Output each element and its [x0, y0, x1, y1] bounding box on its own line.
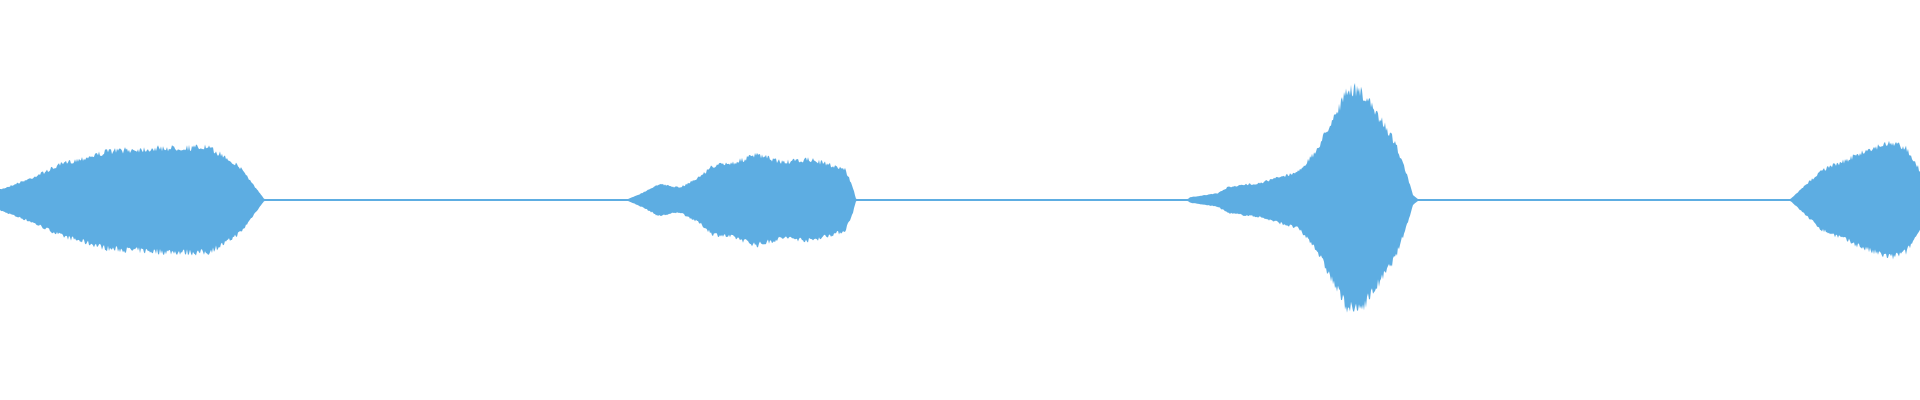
waveform-clip-4 — [1789, 140, 1920, 260]
waveform-clip-1 — [0, 144, 265, 256]
waveform-clip-2 — [625, 152, 857, 248]
waveform-clip-3 — [1186, 83, 1419, 313]
